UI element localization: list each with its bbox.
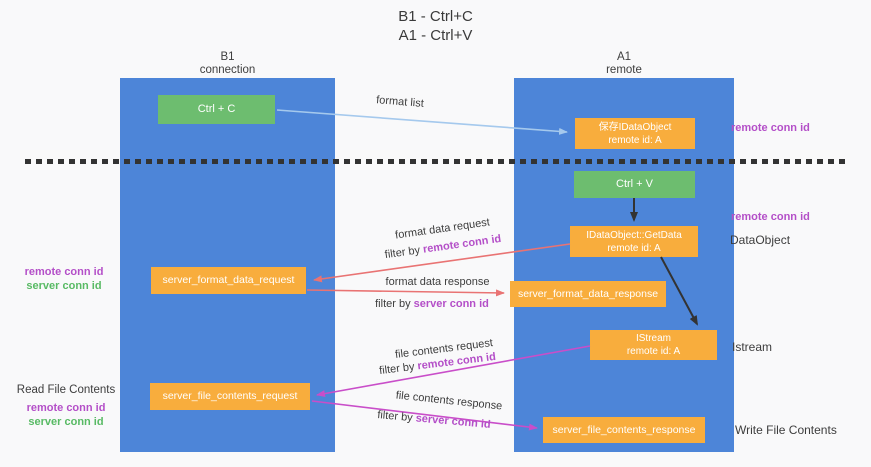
node-getdata-line1: IDataObject::GetData — [586, 229, 682, 241]
node-ctrl-c-label: Ctrl + C — [197, 103, 236, 115]
label-left-remote-conn-id-2: remote conn id — [26, 402, 106, 414]
node-istream-line1: IStream — [635, 333, 671, 344]
node-idataobject-getdata: IDataObject::GetData remote id: A — [570, 226, 698, 257]
node-istream-line2: remote id: A — [626, 346, 681, 357]
node-ctrl-v-label: Ctrl + V — [616, 178, 653, 190]
lane-b1-subtitle: connection — [199, 64, 256, 76]
label-left-conn-ids-bottom: Read File Contents remote conn id server… — [16, 384, 116, 429]
node-file-response-label: server_file_contents_response — [552, 423, 696, 436]
label-left-conn-ids-top: remote conn id server conn id — [18, 265, 110, 293]
label-format-list: format list — [375, 94, 425, 110]
label-left-server-conn-id: server conn id — [26, 280, 102, 292]
label-write-file-contents: Write File Contents — [735, 423, 837, 437]
label-read-file-contents: Read File Contents — [16, 384, 116, 396]
node-ctrl-c: Ctrl + C — [158, 95, 275, 124]
arrow-format-data-response — [306, 289, 505, 297]
label-left-remote-conn-id: remote conn id — [24, 266, 104, 278]
phase-divider-dashed-line — [25, 159, 847, 164]
label-format-data-response: format data response — [385, 276, 490, 288]
node-server-format-data-response: server_format_data_response — [510, 281, 666, 307]
label-format-data-response-filter: filter by server conn id — [375, 298, 489, 310]
title-line-1: B1 - Ctrl+C — [398, 8, 473, 25]
node-istream: IStream remote id: A — [590, 330, 717, 360]
label-istream: Istream — [732, 340, 773, 354]
node-stored-idataobject: 保存IDataObject remote id: A — [575, 118, 695, 149]
lane-b1-title: B1 — [220, 51, 235, 63]
label-file-contents-response-filter: filter by server conn id — [376, 409, 492, 431]
node-stored-idataobject-line1: 保存IDataObject — [598, 121, 672, 133]
node-stored-idataobject-line2: remote id: A — [608, 134, 662, 146]
node-format-request-label: server_format_data_request — [162, 274, 295, 286]
lane-a1-subtitle: remote — [606, 64, 642, 76]
node-getdata-line2: remote id: A — [607, 242, 661, 254]
lane-header-a1: A1 remote — [514, 51, 734, 77]
node-ctrl-v: Ctrl + V — [574, 171, 695, 198]
node-format-response-label: server_format_data_response — [517, 287, 659, 300]
label-left-server-conn-id-2: server conn id — [28, 416, 104, 428]
node-file-request-label: server_file_contents_request — [162, 390, 298, 402]
lane-a1-title: A1 — [616, 51, 632, 63]
node-server-file-contents-response: server_file_contents_response — [543, 417, 705, 443]
label-dataobject: DataObject — [730, 233, 791, 247]
lane-header-b1: B1 connection — [120, 51, 335, 77]
label-right-remote-conn-id-2: remote conn id — [731, 211, 810, 223]
diagram-title: B1 - Ctrl+C A1 - Ctrl+V — [0, 7, 871, 45]
title-line-2: A1 - Ctrl+V — [398, 27, 473, 44]
label-file-contents-response: file contents response — [395, 389, 503, 413]
node-server-format-data-request: server_format_data_request — [151, 267, 306, 294]
node-server-file-contents-request: server_file_contents_request — [150, 383, 310, 410]
label-right-remote-conn-id-1: remote conn id — [731, 122, 810, 134]
